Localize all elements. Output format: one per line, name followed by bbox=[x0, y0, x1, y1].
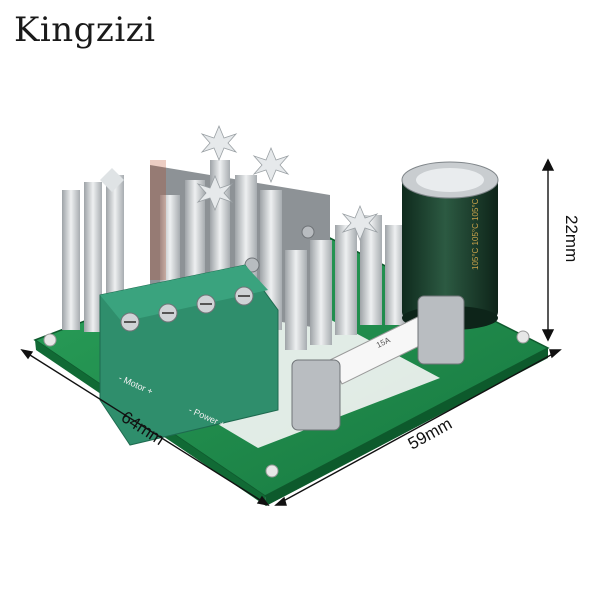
fuse: 15A bbox=[291, 295, 465, 431]
height-dimension: 22mm bbox=[562, 215, 581, 262]
brand-logo: Kingzizi bbox=[14, 10, 156, 50]
dimension-lines bbox=[20, 158, 562, 507]
terminal-block bbox=[99, 264, 279, 446]
capacitor-label: 105°C 105°C 105°C bbox=[471, 198, 480, 270]
